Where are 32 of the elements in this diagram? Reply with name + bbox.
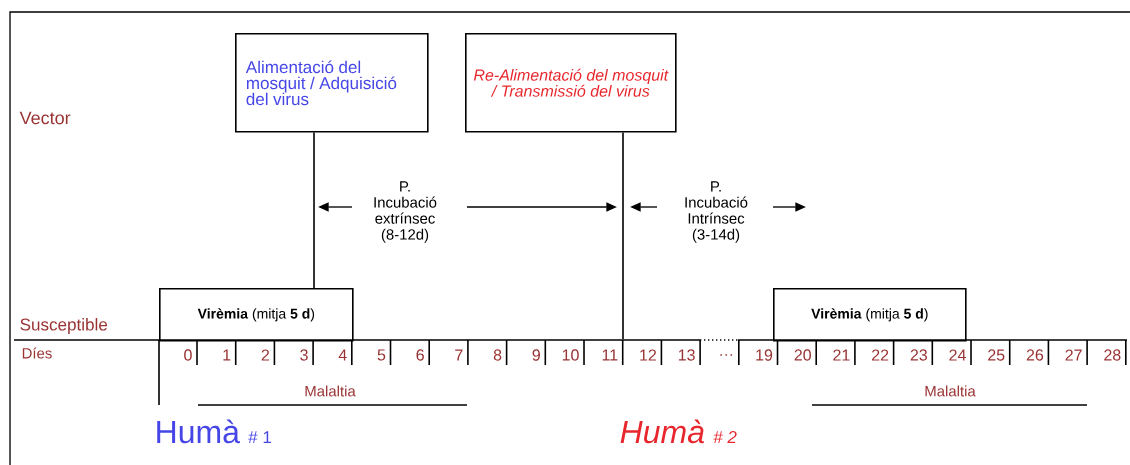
day-number: 6 bbox=[416, 349, 424, 361]
host-number: # 1 bbox=[248, 431, 272, 443]
period-label: P. Incubació extrínsec (8-12d) bbox=[374, 181, 437, 243]
illness-label: Malaltia bbox=[925, 385, 976, 397]
event-box: Alimentació del mosquit / Adquisició del virus bbox=[235, 33, 429, 133]
connector-line bbox=[313, 131, 315, 289]
day-number: 13 bbox=[678, 349, 695, 361]
axis-label: Vector bbox=[19, 111, 71, 125]
day-number: 7 bbox=[455, 349, 463, 361]
day-number: 5 bbox=[377, 349, 386, 361]
day-number: 11 bbox=[602, 349, 618, 361]
day-number: 12 bbox=[640, 349, 656, 361]
viremia-box: Virèmia (mitja 5 d) bbox=[773, 288, 967, 342]
host-label: Humà bbox=[157, 419, 240, 444]
period-label: P. Incubació Intrínsec (3-14d) bbox=[685, 181, 748, 243]
day-number: 9 bbox=[532, 349, 540, 361]
day-number: 19 bbox=[756, 349, 773, 361]
event-box: Re-Alimentació del mosquit / Transmissió del virus bbox=[465, 33, 677, 133]
host-label: Humà bbox=[620, 419, 704, 444]
day-number: 8 bbox=[493, 349, 502, 361]
connector-line bbox=[622, 131, 624, 340]
day-number: 28 bbox=[1104, 349, 1121, 361]
viremia-box: Virèmia (mitja 5 d) bbox=[159, 288, 354, 342]
day-number: … bbox=[720, 354, 733, 356]
day-number: 26 bbox=[1026, 349, 1044, 361]
day-number: 10 bbox=[562, 349, 579, 361]
illness-label: Malaltia bbox=[305, 385, 356, 397]
axis-title: Díes bbox=[22, 347, 52, 359]
day-number: 27 bbox=[1065, 349, 1082, 361]
day-number: 25 bbox=[988, 349, 1005, 361]
host-number: # 2 bbox=[713, 431, 737, 443]
axis-label: Susceptible bbox=[20, 318, 108, 334]
